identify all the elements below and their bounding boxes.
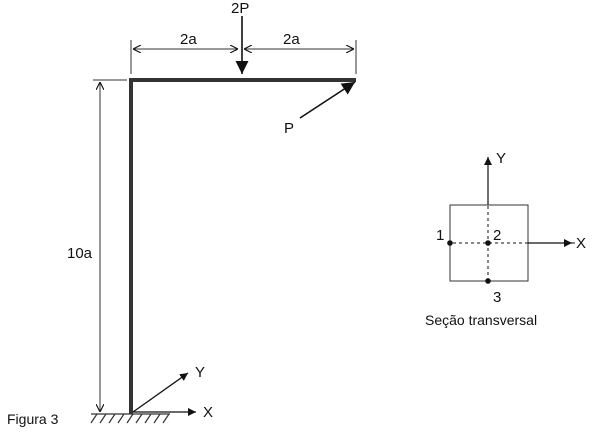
dim-right-span-label: 2a bbox=[283, 31, 300, 48]
section-point-3 bbox=[485, 278, 491, 284]
section-point-1 bbox=[447, 240, 453, 246]
section-point-2-label: 2 bbox=[493, 227, 501, 244]
frame-structure bbox=[129, 78, 356, 414]
fixed-support bbox=[90, 413, 170, 424]
section-axis-x-label: X bbox=[576, 235, 586, 252]
load-2p-label: 2P bbox=[231, 0, 249, 17]
section-axis-y-label: Y bbox=[496, 150, 506, 167]
global-axes bbox=[132, 372, 196, 416]
figure-caption: Figura 3 bbox=[7, 411, 59, 427]
global-x-label: X bbox=[203, 404, 213, 421]
section-point-2 bbox=[485, 240, 491, 246]
section-title: Seção transversal bbox=[425, 312, 537, 328]
height-dimension bbox=[93, 79, 127, 412]
dim-height-label: 10a bbox=[67, 245, 93, 262]
section-point-3-label: 3 bbox=[493, 289, 501, 306]
load-p-arrow bbox=[299, 81, 356, 119]
cross-section bbox=[447, 157, 575, 284]
global-y-label: Y bbox=[195, 364, 205, 381]
dim-left-span-label: 2a bbox=[180, 31, 197, 48]
global-y-axis bbox=[132, 372, 189, 413]
section-point-1-label: 1 bbox=[436, 227, 444, 244]
load-p-label: P bbox=[284, 120, 294, 137]
top-dimension bbox=[130, 40, 357, 74]
